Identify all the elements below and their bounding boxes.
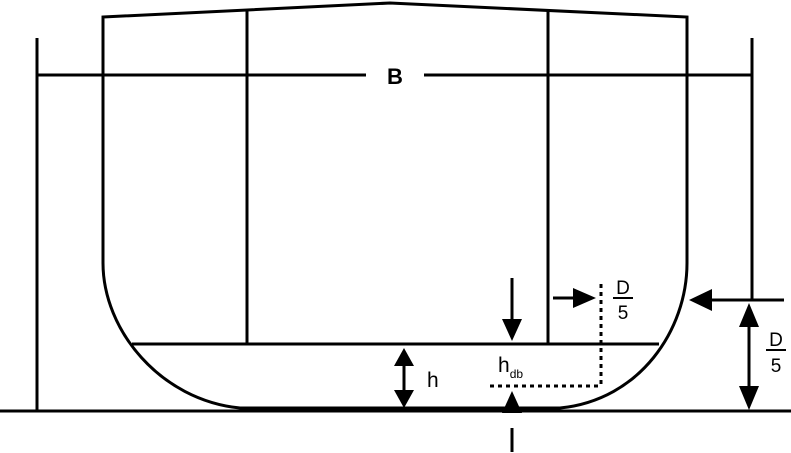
hdb-top-arrow-head — [502, 319, 522, 341]
d5-small-denominator: 5 — [618, 303, 629, 324]
breadth-label: B — [387, 64, 403, 89]
hull-outline — [101, 1, 689, 410]
d5-right-dim-down-head — [739, 386, 759, 410]
h-label: h — [427, 369, 439, 392]
hdb-label-subscript: db — [510, 367, 524, 381]
hdb-label: hdb — [498, 354, 523, 381]
d5-small-arrow-head — [573, 288, 596, 308]
h-arrow-down-head — [394, 390, 414, 408]
d5-right-pointer-head — [689, 289, 712, 311]
hdb-bottom-arrow-head — [502, 391, 522, 413]
d5-small-numerator: D — [616, 278, 630, 299]
h-arrow-up-head — [394, 348, 414, 366]
d5-right-dim-up-head — [739, 303, 759, 327]
d5-right-numerator: D — [769, 330, 783, 351]
d5-right-denominator: 5 — [771, 356, 782, 377]
hdb-label-main: h — [498, 354, 510, 377]
